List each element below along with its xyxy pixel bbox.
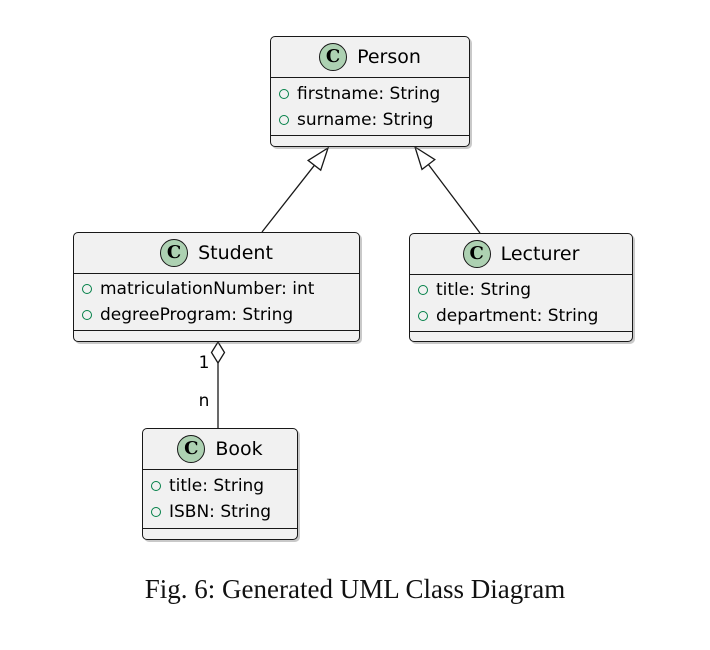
multiplicity-label-n: n <box>198 391 210 411</box>
attribute-text: department: String <box>436 306 599 326</box>
attribute-row: surname: String <box>279 107 461 133</box>
field-visibility-icon <box>82 310 92 320</box>
class-header: C Student <box>74 233 359 274</box>
class-header: C Book <box>143 429 297 470</box>
class-name: Book <box>215 438 263 460</box>
class-box-student: C Student matriculationNumber: int degre… <box>73 232 360 342</box>
attribute-row: department: String <box>418 303 624 329</box>
class-icon: C <box>462 240 491 268</box>
inheritance-student-person <box>261 146 330 233</box>
class-icon: C <box>160 239 189 267</box>
attribute-text: firstname: String <box>297 83 441 104</box>
attribute-row: title: String <box>151 473 289 499</box>
attribute-row: title: String <box>418 277 624 303</box>
class-name: Person <box>357 46 421 68</box>
attribute-row: degreeProgram: String <box>82 302 351 328</box>
field-visibility-icon <box>279 114 289 125</box>
class-name: Lecturer <box>500 243 580 265</box>
attribute-text: title: String <box>436 280 532 300</box>
attributes-compartment: matriculationNumber: int degreeProgram: … <box>74 274 359 331</box>
class-box-book: C Book title: String ISBN: String <box>142 428 298 540</box>
class-header: C Lecturer <box>410 234 632 275</box>
multiplicity-label-1: 1 <box>198 353 210 373</box>
attribute-row: matriculationNumber: int <box>82 276 351 302</box>
class-icon: C <box>319 43 348 71</box>
methods-compartment <box>143 529 297 539</box>
methods-compartment <box>271 136 469 146</box>
attributes-compartment: title: String department: String <box>410 275 632 332</box>
field-visibility-icon <box>418 311 428 321</box>
class-icon: C <box>177 435 206 463</box>
aggregation-student-book <box>210 340 226 428</box>
attribute-text: title: String <box>169 476 265 496</box>
field-visibility-icon <box>418 285 428 295</box>
attributes-compartment: title: String ISBN: String <box>143 470 297 529</box>
field-visibility-icon <box>82 284 92 294</box>
attribute-text: surname: String <box>297 109 434 130</box>
field-visibility-icon <box>151 481 161 491</box>
attribute-text: matriculationNumber: int <box>100 279 315 299</box>
field-visibility-icon <box>151 507 161 517</box>
attributes-compartment: firstname: String surname: String <box>271 78 469 136</box>
methods-compartment <box>410 332 632 342</box>
attribute-row: firstname: String <box>279 81 461 107</box>
class-box-lecturer: C Lecturer title: String department: Str… <box>409 233 633 342</box>
inheritance-lecturer-person <box>413 145 481 234</box>
class-box-person: C Person firstname: String surname: Stri… <box>270 36 470 147</box>
class-name: Student <box>198 242 273 264</box>
figure-caption: Fig. 6: Generated UML Class Diagram <box>144 574 566 604</box>
methods-compartment <box>74 331 359 341</box>
class-header: C Person <box>271 37 469 78</box>
attribute-text: degreeProgram: String <box>100 305 294 325</box>
field-visibility-icon <box>279 88 289 99</box>
attribute-row: ISBN: String <box>151 499 289 525</box>
attribute-text: ISBN: String <box>169 502 272 522</box>
